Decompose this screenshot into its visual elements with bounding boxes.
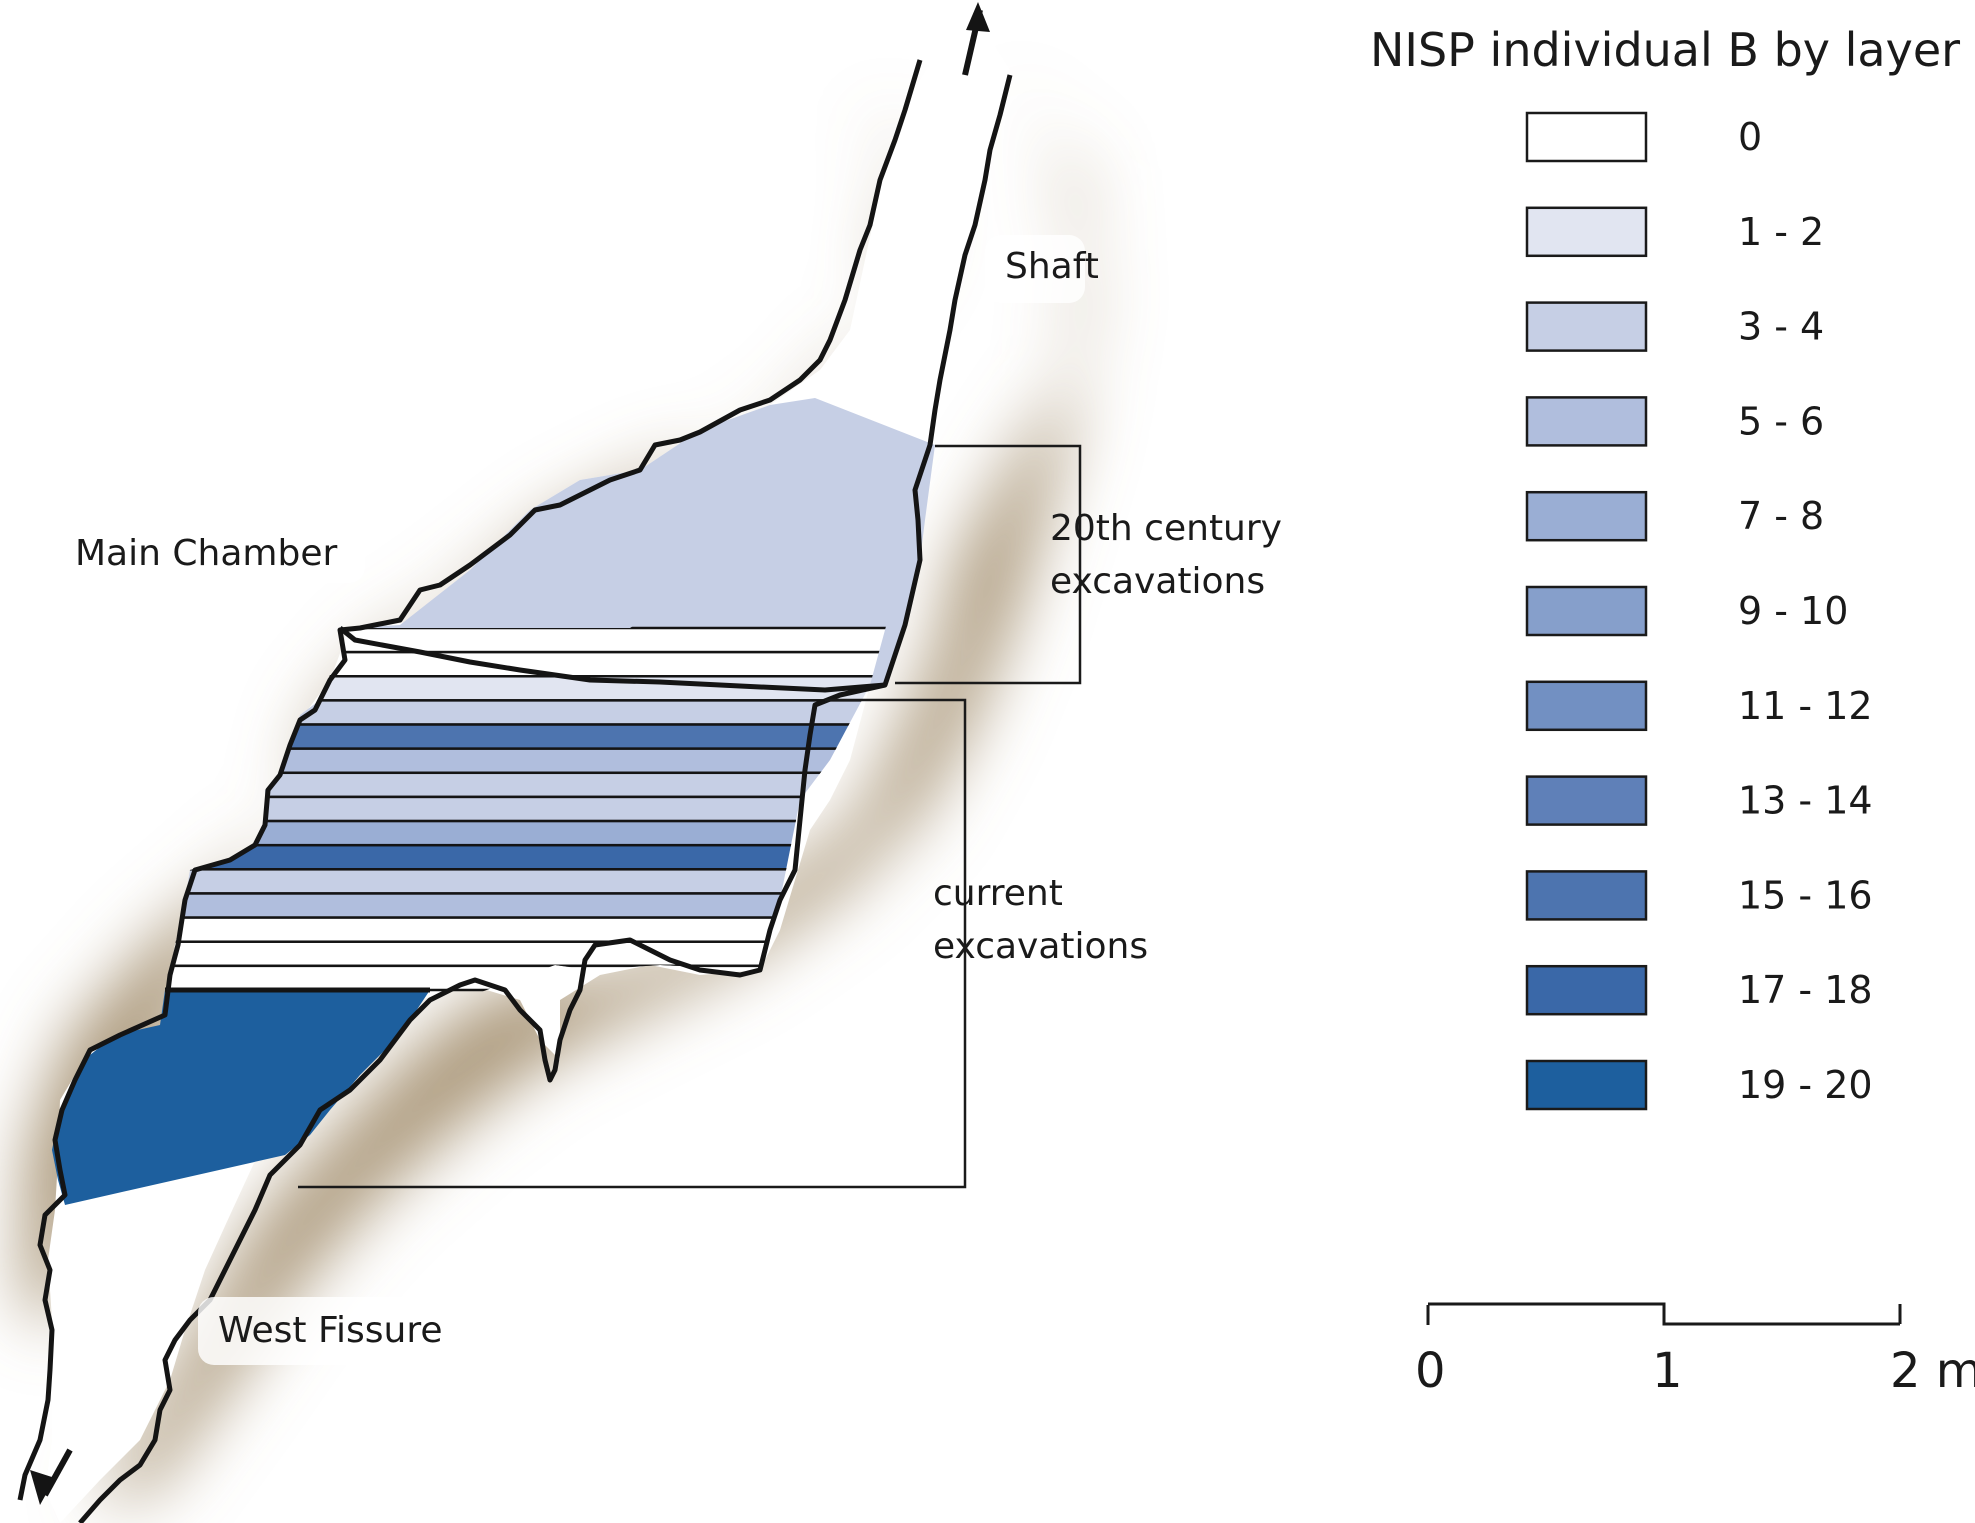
- cave-wall-left: [17, 59, 923, 1501]
- excavation-layer-band: [52, 626, 1000, 654]
- legend-label: 3 - 4: [1738, 305, 1824, 349]
- excavation-layer-band: [52, 699, 1000, 726]
- legend-title: NISP individual B by layer: [1370, 23, 1960, 77]
- scale-tick-2: 2 m: [1890, 1343, 1975, 1399]
- legend-swatch: [1525, 111, 1648, 163]
- legend: 0 1 - 2 3 - 4 5 - 6 7 - 8 9 - 10 11 - 12 13 - 1…: [1525, 111, 1873, 1111]
- excavation-layer-band: [52, 916, 1000, 943]
- legend-label: 7 - 8: [1738, 494, 1824, 538]
- legend-label: 1 - 2: [1738, 210, 1824, 254]
- lower-deposit: [52, 990, 430, 1205]
- rock-right-mass: [90, 70, 1090, 1500]
- current-excavation-bracket: [298, 698, 967, 1189]
- scale-tick-1: 1: [1652, 1343, 1683, 1399]
- west-fissure-label: West Fissure: [218, 1310, 443, 1351]
- current-excavations-label-line1: current: [933, 873, 1063, 914]
- legend-label: 15 - 16: [1738, 873, 1873, 917]
- twentieth-century-cut-outline: [338, 626, 886, 693]
- twentieth-century-bracket: [895, 444, 1082, 685]
- scale-tick-0: 0: [1415, 1343, 1446, 1399]
- fissure-arrowhead: [30, 1470, 55, 1505]
- legend-swatch: [1525, 490, 1648, 542]
- legend-label: 19 - 20: [1738, 1063, 1873, 1107]
- excavation-layer-band: [52, 771, 1000, 799]
- legend-swatch: [1525, 680, 1648, 732]
- main-chamber-label-bg: [55, 515, 365, 583]
- legend-swatch: [1525, 301, 1648, 352]
- excavation-layer-band: [52, 650, 1000, 678]
- main-chamber-label: Main Chamber: [75, 533, 337, 574]
- shaft-label-bg: [985, 235, 1085, 303]
- legend-label: 9 - 10: [1738, 589, 1848, 633]
- legend-swatch: [1525, 206, 1648, 258]
- legend-label: 5 - 6: [1738, 399, 1824, 443]
- twentieth-century-label-line1: 20th century: [1050, 508, 1282, 549]
- twentieth-century-label-line2: excavations: [1050, 561, 1265, 602]
- legend-swatch: [1525, 775, 1648, 826]
- legend-label: 0: [1738, 115, 1762, 159]
- current-excavations-label-line2: excavations: [933, 926, 1148, 967]
- excavation-layer-band: [52, 795, 1000, 823]
- cave-wall-right: [78, 74, 1013, 1523]
- west-fissure-label-bg: [198, 1297, 456, 1365]
- legend-label: 13 - 14: [1738, 779, 1873, 823]
- scale-bar: 0 1 2 m: [1415, 1302, 1975, 1399]
- legend-swatch: [1525, 1059, 1648, 1111]
- legend-label: 11 - 12: [1738, 684, 1873, 728]
- rock-background: [25, 70, 1090, 1500]
- excavation-layer-band: [52, 892, 1000, 919]
- shaft-label: Shaft: [1005, 246, 1099, 287]
- shaft-arrowhead: [966, 2, 990, 32]
- legend-swatch: [1525, 396, 1648, 447]
- twentieth-century-deposit: [340, 398, 935, 690]
- legend-swatch: [1525, 964, 1648, 1016]
- legend-label: 17 - 18: [1738, 968, 1873, 1012]
- current-excavation-bands: [52, 626, 1000, 992]
- legend-swatch: [1525, 585, 1648, 637]
- legend-swatch: [1525, 870, 1648, 921]
- scale-bar-line: [1426, 1302, 1902, 1326]
